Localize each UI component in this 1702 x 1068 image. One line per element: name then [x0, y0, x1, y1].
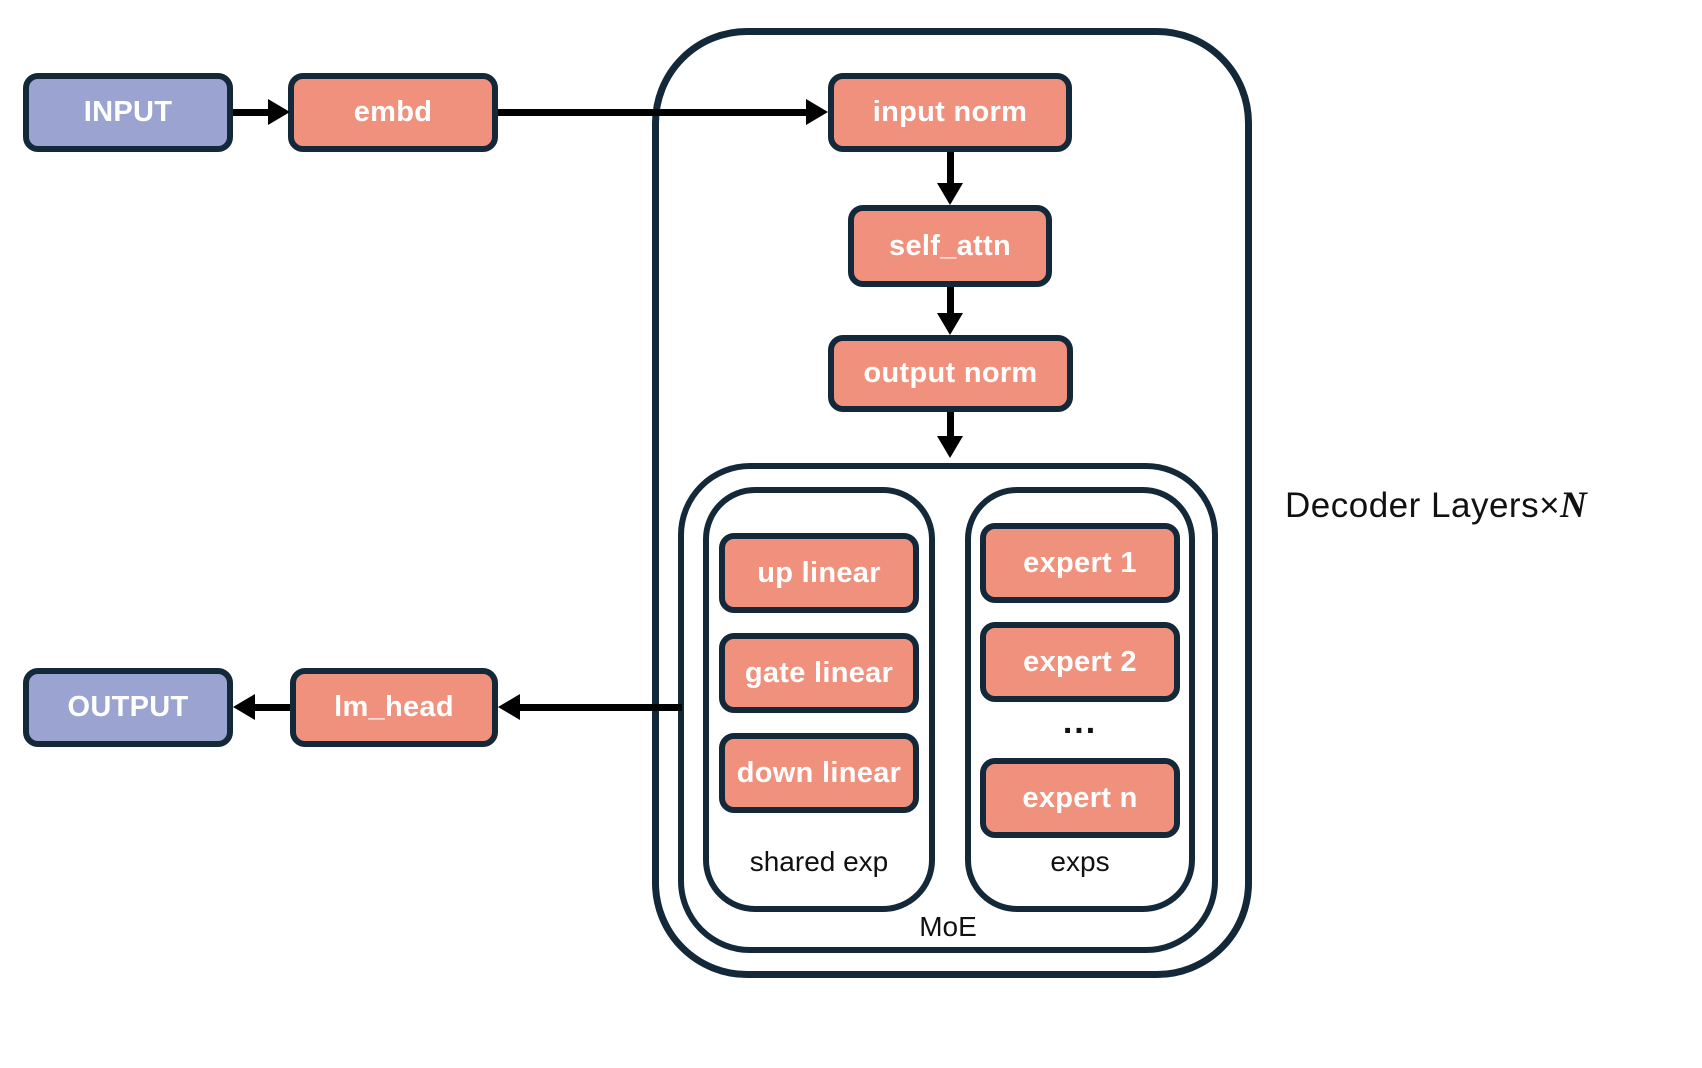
- arrow-input-embd-line: [233, 109, 270, 116]
- arrow-outputnorm-moe-line: [947, 412, 954, 440]
- decoder-layers-caption: Decoder Layers×N: [1285, 484, 1587, 527]
- exps-label: exps: [1050, 846, 1110, 877]
- node-expert-1: expert 1: [980, 523, 1180, 603]
- node-expert-2: expert 2: [980, 622, 1180, 702]
- node-embd: embd: [288, 73, 498, 152]
- arrow-lmhead-output-line: [253, 704, 290, 711]
- moe-label: MoE: [919, 911, 977, 942]
- arrow-embd-inputnorm-head: [806, 99, 828, 125]
- arrow-moe-lmhead-line: [518, 704, 682, 711]
- node-output-norm: output norm: [828, 335, 1073, 412]
- arrow-outputnorm-moe-head: [937, 436, 963, 458]
- arrow-embd-inputnorm-line: [498, 109, 808, 116]
- arrow-input-embd-head: [268, 99, 290, 125]
- experts-ellipsis: ...: [1062, 703, 1098, 741]
- node-input: INPUT: [23, 73, 233, 152]
- exps-container: expert 1 expert 2 ... expert n exps: [965, 487, 1195, 912]
- arrow-inputnorm-selfattn-head: [937, 183, 963, 205]
- moe-container: up linear gate linear down linear shared…: [678, 463, 1218, 953]
- node-down-linear: down linear: [719, 733, 919, 813]
- node-lm-head: lm_head: [290, 668, 498, 747]
- layer-count-n: N: [1560, 485, 1588, 526]
- arrow-inputnorm-selfattn-line: [947, 152, 954, 187]
- arrow-lmhead-output-head: [233, 694, 255, 720]
- node-up-linear: up linear: [719, 533, 919, 613]
- node-self-attn: self_attn: [848, 205, 1052, 287]
- shared-exp-container: up linear gate linear down linear shared…: [703, 487, 935, 912]
- node-expert-n: expert n: [980, 758, 1180, 838]
- arrow-moe-lmhead-head: [498, 694, 520, 720]
- shared-exp-label: shared exp: [749, 846, 889, 877]
- arrow-selfattn-outputnorm-head: [937, 313, 963, 335]
- arrow-selfattn-outputnorm-line: [947, 287, 954, 316]
- decoder-layers-text: Decoder Layers: [1285, 486, 1540, 525]
- node-gate-linear: gate linear: [719, 633, 919, 713]
- node-input-norm: input norm: [828, 73, 1072, 152]
- times-sign: ×: [1539, 486, 1561, 525]
- node-output: OUTPUT: [23, 668, 233, 747]
